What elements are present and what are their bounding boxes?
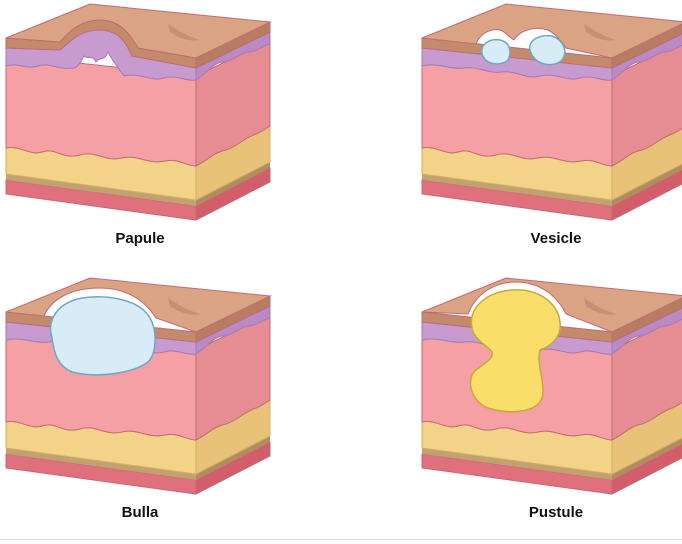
papule-skin-diagram	[0, 0, 280, 225]
bottom-divider	[0, 539, 682, 540]
vesicle-skin-diagram	[416, 0, 682, 225]
pustule-panel: Pustule	[416, 274, 682, 544]
papule-label: Papule	[0, 230, 280, 247]
vesicle-label: Vesicle	[416, 230, 682, 247]
pustule-skin-diagram	[416, 274, 682, 499]
bulla-fluid	[51, 297, 155, 375]
bulla-label: Bulla	[0, 504, 280, 521]
bulla-skin-diagram	[0, 274, 280, 499]
papule-panel: Papule	[0, 0, 280, 270]
vesicle-fluid-left	[482, 40, 510, 64]
vesicle-panel: Vesicle	[416, 0, 682, 270]
pustule-label: Pustule	[416, 504, 682, 521]
bulla-panel: Bulla	[0, 274, 280, 544]
